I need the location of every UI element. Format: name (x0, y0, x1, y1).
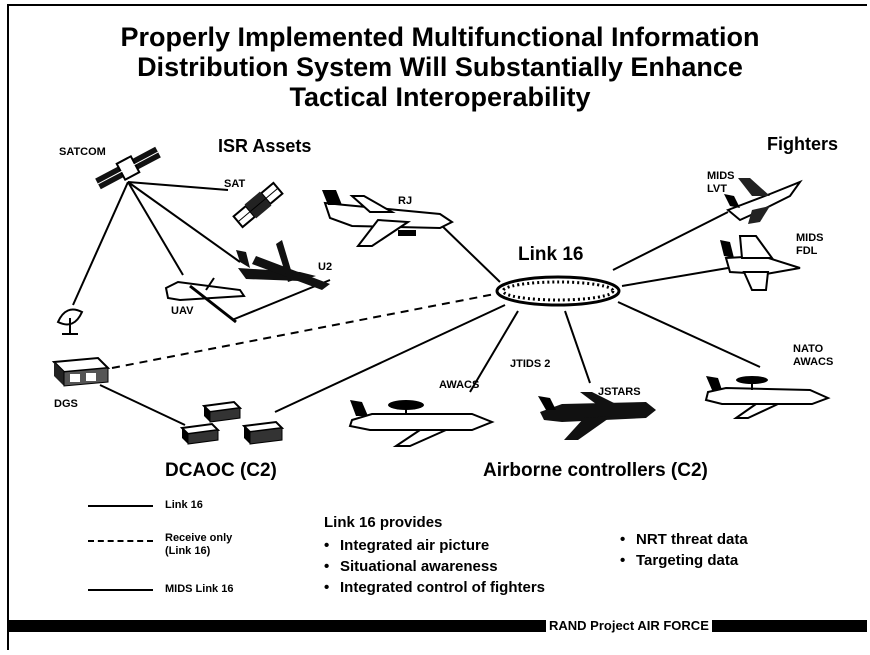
sat-satellite-icon (232, 181, 284, 229)
sat-label: SAT (224, 178, 246, 190)
legend-receive-only-line2: (Link 16) (165, 545, 211, 557)
dcaoc-shelter-2 (179, 422, 221, 445)
provides-item: Situational awareness (324, 556, 545, 577)
u2-label: U2 (318, 261, 333, 273)
dcaoc-label: DCAOC (C2) (165, 460, 277, 481)
link-satcom-dish (72, 181, 129, 306)
airborne-controllers-label: Airborne controllers (C2) (483, 460, 708, 481)
provides-list-left: Integrated air picture Situational aware… (324, 535, 545, 598)
nato-awacs-label-line2: AWACS (793, 356, 834, 368)
link16-hub-label: Link 16 (518, 244, 584, 265)
link-hub-lvt (612, 211, 729, 271)
link16-hub-icon (495, 275, 621, 307)
legend-receive-only-swatch (88, 540, 153, 542)
legend-link16-label: Link 16 (165, 499, 203, 511)
rj-label: RJ (398, 195, 413, 207)
provides-heading: Link 16 provides (324, 514, 443, 531)
satcom-label: SATCOM (59, 146, 106, 158)
dcaoc-shelter-1 (201, 400, 243, 423)
uav-icon (164, 277, 246, 324)
footer-label: RAND Project AIR FORCE (546, 617, 712, 634)
link-satcom-uav (127, 181, 184, 276)
awacs-aircraft-icon (348, 400, 495, 447)
satcom-satellite-icon (95, 146, 161, 190)
mids-lvt-label-line2: LVT (707, 183, 727, 195)
link-hub-jstars (564, 310, 591, 384)
dcaoc-shelter-icons (179, 400, 285, 445)
mids-lvt-label: MIDS LVT (707, 170, 735, 196)
awacs-label: AWACS (439, 379, 480, 391)
uav-label: UAV (171, 305, 194, 317)
slide-title: Properly Implemented Multifunctional Inf… (40, 22, 840, 112)
nato-awacs-label: NATO AWACS (793, 343, 833, 369)
jstars-aircraft-icon (538, 392, 656, 440)
isr-assets-label: ISR Assets (218, 136, 312, 156)
provides-list-right: NRT threat data Targeting data (620, 529, 748, 571)
dish-antenna-icon (56, 308, 84, 335)
title-line-2: Distribution System Will Substantially E… (137, 52, 743, 82)
dcaoc-shelter-3 (241, 420, 285, 445)
link-satcom-u2 (127, 181, 241, 263)
legend-link16-swatch (88, 505, 153, 507)
jstars-label: JSTARS (598, 386, 641, 398)
legend-mids-link16-label: MIDS Link 16 (165, 583, 234, 595)
link-dgs-hub-receive-only (111, 293, 496, 369)
mids-fdl-label-line1: MIDS (796, 232, 824, 244)
mids-lvt-label-line1: MIDS (707, 170, 735, 182)
legend-mids-link16-swatch (88, 589, 153, 591)
mids-lvt-fighter-icon (724, 178, 803, 224)
mids-fdl-fighter-icon (720, 235, 801, 291)
mids-fdl-label: MIDS FDL (796, 232, 824, 258)
link-hub-dcaoc (274, 304, 506, 413)
link-rj-hub (437, 221, 501, 283)
link-hub-awacs (469, 310, 519, 393)
dgs-label: DGS (54, 398, 78, 410)
provides-item: Integrated air picture (324, 535, 545, 556)
mids-fdl-label-line2: FDL (796, 245, 818, 257)
provides-item: Targeting data (620, 550, 748, 571)
link-dgs-dcaoc (99, 384, 186, 426)
fighters-label: Fighters (767, 134, 839, 154)
jtids2-label: JTIDS 2 (510, 358, 551, 370)
provides-item: NRT threat data (620, 529, 748, 550)
title-line-3: Tactical Interoperability (289, 82, 591, 112)
slide-frame (7, 4, 867, 650)
provides-item: Integrated control of fighters (324, 577, 545, 598)
legend-receive-only-line1: Receive only (165, 532, 233, 544)
nato-awacs-label-line1: NATO (793, 343, 824, 355)
legend-receive-only-label: Receive only (Link 16) (165, 532, 232, 558)
link-hub-nato-awacs (617, 301, 761, 368)
title-line-1: Properly Implemented Multifunctional Inf… (120, 22, 760, 52)
link-hub-fdl (621, 267, 729, 287)
rj-aircraft-icon (322, 190, 454, 247)
link-satcom-sat (127, 181, 229, 191)
footer-bar (9, 620, 867, 632)
dgs-ground-station-icon (51, 356, 111, 387)
u2-aircraft-icon (236, 240, 330, 290)
nato-awacs-aircraft-icon (704, 376, 831, 419)
